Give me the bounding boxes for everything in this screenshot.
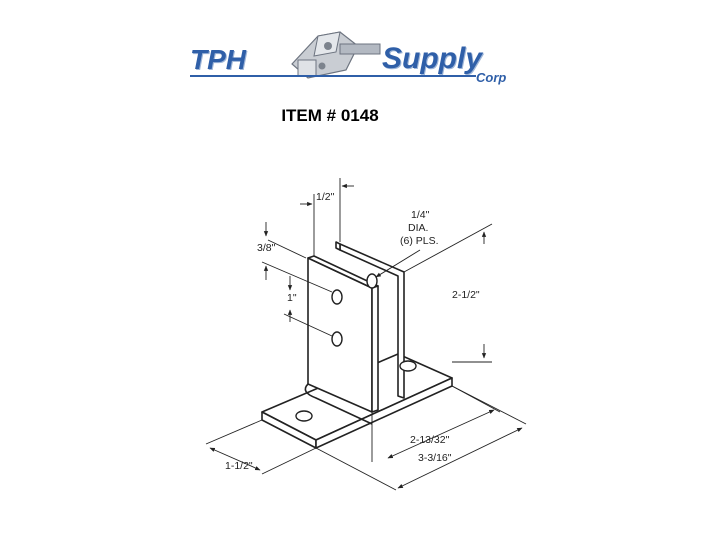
dim-top-offset: 1/2" — [316, 191, 335, 203]
dimension-labels: 1/2" 3/8" 1" 1/4" DIA. (6) PLS. 2-1/2" 2… — [225, 191, 480, 472]
company-logo: TPH Supply Corp — [186, 26, 536, 88]
logo-word-corp: Corp — [476, 70, 507, 85]
dim-overall-length: 3-3/16" — [418, 452, 452, 464]
logo-underline — [190, 75, 476, 77]
item-number-title: ITEM # 0148 — [281, 106, 379, 125]
logo-word-tph: TPH — [190, 44, 246, 75]
dim-hole-dia-2: DIA. — [408, 222, 428, 234]
dim-height: 2-1/2" — [452, 289, 480, 301]
dim-hole-spacing: 1" — [287, 292, 297, 304]
dim-hole-dia-3: (6) PLS. — [400, 235, 439, 247]
dimension-lines — [205, 178, 527, 491]
hole-base-right — [399, 360, 417, 372]
dim-base-width: 1-1/2" — [225, 460, 253, 472]
hole-front-upper — [331, 289, 343, 305]
hole-base-left — [295, 410, 313, 422]
logo-word-supply: Supply — [382, 42, 483, 75]
hole-front-lower — [331, 331, 343, 347]
dim-hole-dia-1: 1/4" — [411, 209, 430, 221]
hole-back-upper — [366, 273, 378, 289]
dim-inner-length: 2-13/32" — [410, 434, 450, 446]
mounting-holes — [295, 273, 417, 422]
bracket-logo-icon — [291, 31, 381, 79]
dim-edge-to-hole: 3/8" — [257, 242, 276, 254]
